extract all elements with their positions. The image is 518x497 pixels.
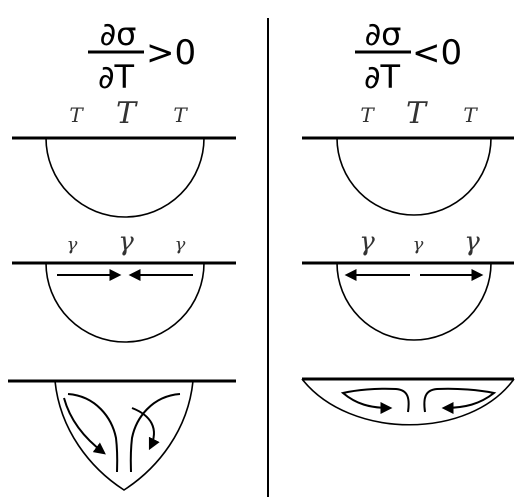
left-gamma-label-high: γ bbox=[118, 227, 134, 257]
left-header-formula: ∂σ ∂T >0 bbox=[88, 15, 196, 96]
left-melt-pool-2 bbox=[45, 262, 205, 343]
left-t-label-low-left: T bbox=[69, 103, 84, 127]
right-melt-pool-2 bbox=[336, 262, 492, 341]
left-numerator: ∂σ bbox=[100, 15, 137, 53]
right-denominator: ∂T bbox=[364, 58, 401, 96]
left-vortex-arrow-right bbox=[131, 407, 160, 451]
left-flow-pattern-row bbox=[8, 379, 236, 491]
right-numerator: ∂σ bbox=[365, 15, 402, 53]
left-surface-tension-row: γ γ γ bbox=[12, 227, 236, 343]
right-gamma-label-high-right: γ bbox=[464, 227, 480, 257]
right-gamma-label-high-left: γ bbox=[359, 227, 375, 257]
left-vortex-inner-left bbox=[67, 393, 119, 473]
left-denominator: ∂T bbox=[98, 58, 135, 96]
left-melt-pool-3 bbox=[54, 380, 194, 491]
right-gamma-label-low: γ bbox=[413, 234, 424, 255]
right-vortex-left bbox=[340, 387, 410, 414]
right-flow-pattern-row bbox=[301, 377, 515, 426]
left-t-label-high: T bbox=[116, 96, 138, 131]
right-surface-tension-row: γ γ γ bbox=[302, 227, 514, 341]
right-melt-pool-1 bbox=[336, 137, 492, 216]
right-temperature-row: T T T bbox=[302, 96, 514, 216]
right-t-label-low-right: T bbox=[463, 103, 478, 127]
left-gamma-label-low-left: γ bbox=[67, 234, 78, 255]
left-vortex-inner-right bbox=[129, 393, 181, 473]
left-vortex-arrow-left bbox=[63, 397, 106, 455]
right-header-formula: ∂σ ∂T <0 bbox=[355, 15, 462, 96]
left-relation: >0 bbox=[146, 33, 196, 73]
right-vortex-right bbox=[423, 387, 497, 414]
right-relation: <0 bbox=[412, 33, 462, 73]
left-melt-pool-1 bbox=[45, 137, 205, 218]
right-t-label-low-left: T bbox=[360, 103, 375, 127]
right-melt-pool-3 bbox=[301, 378, 515, 426]
left-t-label-low-right: T bbox=[173, 103, 188, 127]
left-temperature-row: T T T bbox=[12, 96, 236, 218]
left-gamma-label-low-right: γ bbox=[175, 234, 186, 255]
right-t-label-high: T bbox=[406, 96, 428, 131]
